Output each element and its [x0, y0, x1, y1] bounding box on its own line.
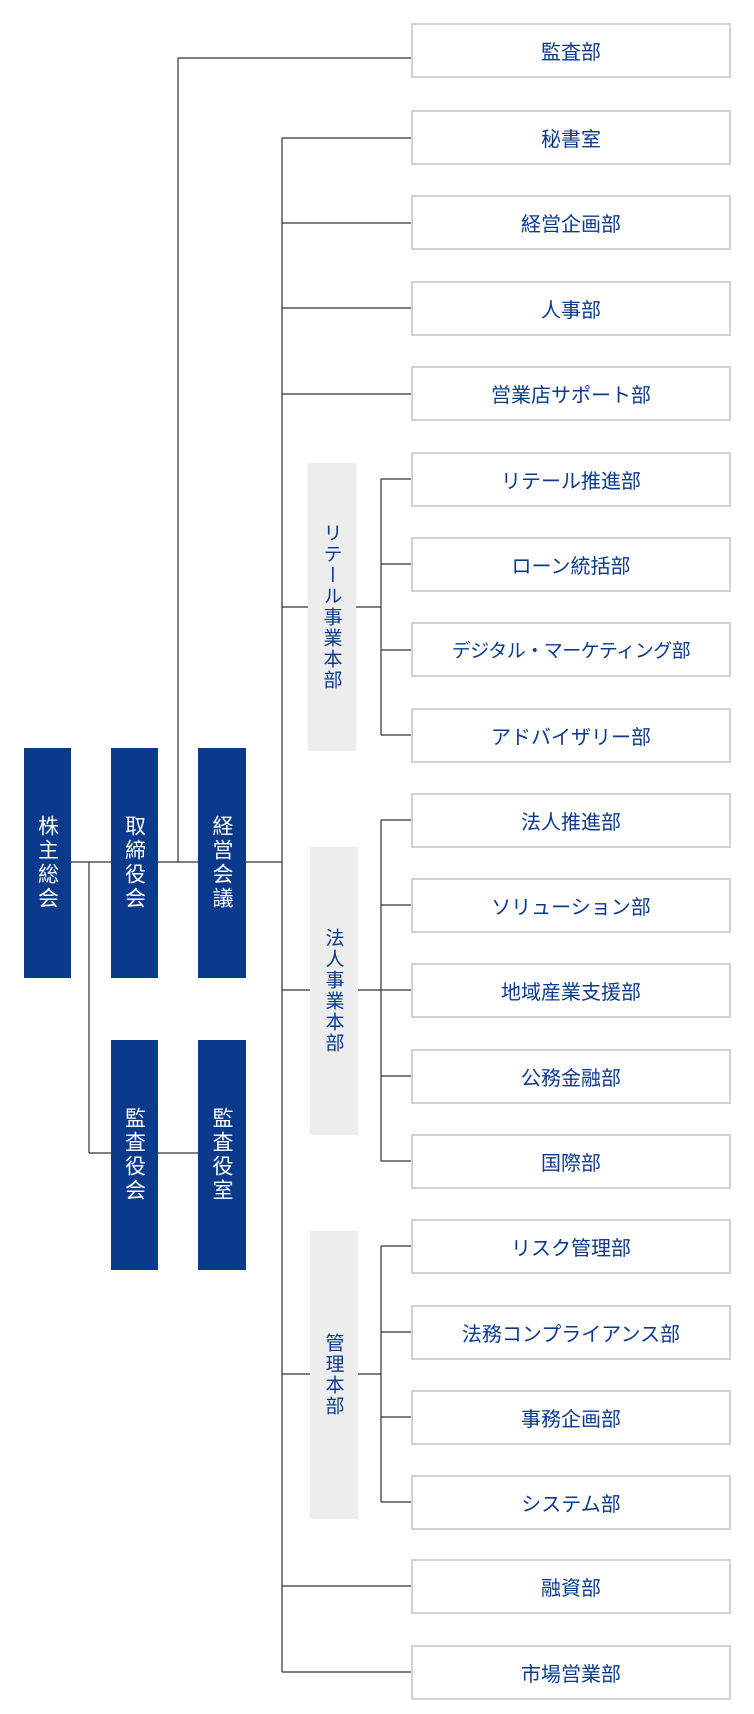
management-committee-box: 経営会議: [198, 748, 246, 978]
dept-market-sales: 市場営業部: [411, 1645, 731, 1700]
auditor-office-box: 監査役室: [198, 1040, 246, 1270]
dept-public-finance: 公務金融部: [411, 1049, 731, 1104]
audit-board-box: 監査役会: [111, 1040, 158, 1270]
corporate-hq-label: 法人事業本部: [322, 928, 345, 1054]
dept-risk-management: リスク管理部: [411, 1219, 731, 1274]
dept-solutions: ソリューション部: [411, 878, 731, 933]
management-committee-label: 経営会議: [210, 815, 234, 911]
dept-retail-promotion: リテール推進部: [411, 452, 731, 507]
shareholders-meeting-box: 株主総会: [24, 748, 71, 978]
dept-corporate-planning: 経営企画部: [411, 195, 731, 250]
board-of-directors-box: 取締役会: [111, 748, 158, 978]
auditor-office-label: 監査役室: [210, 1107, 234, 1203]
dept-lending: 融資部: [411, 1559, 731, 1614]
dept-digital-marketing: デジタル・マーケティング部: [411, 622, 731, 677]
admin-hq-label: 管理本部: [322, 1333, 345, 1417]
dept-advisory: アドバイザリー部: [411, 708, 731, 763]
dept-regional-industry-support: 地域産業支援部: [411, 963, 731, 1018]
dept-audit: 監査部: [411, 23, 731, 78]
dept-operations-planning: 事務企画部: [411, 1390, 731, 1445]
retail-hq-label: リテール事業本部: [320, 523, 343, 691]
dept-systems: システム部: [411, 1475, 731, 1530]
dept-branch-support: 営業店サポート部: [411, 366, 731, 421]
dept-human-resources: 人事部: [411, 281, 731, 336]
dept-international: 国際部: [411, 1134, 731, 1189]
audit-board-label: 監査役会: [122, 1107, 147, 1203]
corporate-hq-box: 法人事業本部: [310, 847, 358, 1135]
dept-corporate-promotion: 法人推進部: [411, 793, 731, 848]
board-of-directors-label: 取締役会: [122, 815, 147, 911]
retail-hq-box: リテール事業本部: [308, 463, 356, 751]
admin-hq-box: 管理本部: [310, 1231, 358, 1519]
dept-legal-compliance: 法務コンプライアンス部: [411, 1305, 731, 1360]
dept-secretariat: 秘書室: [411, 110, 731, 165]
shareholders-meeting-label: 株主総会: [35, 815, 60, 911]
dept-loan-management: ローン統括部: [411, 537, 731, 592]
